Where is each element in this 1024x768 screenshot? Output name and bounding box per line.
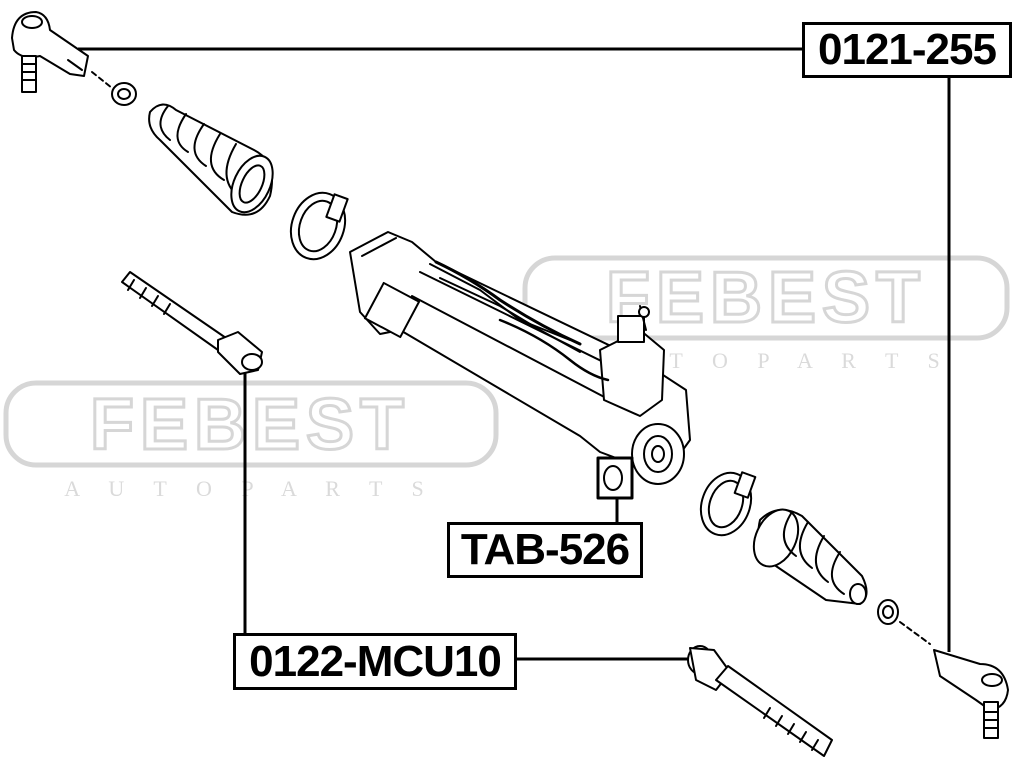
rack-bushing xyxy=(596,456,634,500)
inner-tie-rod-bottom xyxy=(687,645,833,757)
boot-clamp-large-left xyxy=(289,191,349,261)
leader-lines xyxy=(78,47,951,661)
watermark-tagline: A U T O P A R T S xyxy=(64,476,436,501)
bellows-boot-left xyxy=(148,103,274,216)
outer-tie-rod-end-left xyxy=(11,11,89,93)
boot-clamp-small-right xyxy=(877,599,899,625)
outer-tie-rod-end-right xyxy=(933,649,1009,739)
watermark-brand: FEBEST xyxy=(90,385,410,465)
part-number-label-rack-bushing[interactable]: TAB-526 xyxy=(447,522,643,578)
inner-tie-rod-left xyxy=(121,271,263,375)
watermark-left: FEBEST A U T O P A R T S xyxy=(3,380,499,501)
part-number-label-inner-tie-rod[interactable]: 0122-MCU10 xyxy=(233,633,517,690)
bellows-boot-right xyxy=(752,508,868,605)
steering-rack-housing xyxy=(349,231,691,485)
part-number-label-outer-tie-rod-end[interactable]: 0121-255 xyxy=(802,22,1012,78)
boot-clamp-small-left xyxy=(111,82,137,106)
boot-clamp-large-right xyxy=(699,471,757,537)
watermark-brand: FEBEST xyxy=(606,258,926,338)
